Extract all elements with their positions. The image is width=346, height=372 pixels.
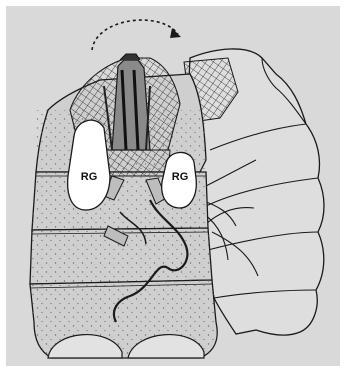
gland-left: RG [68, 120, 110, 210]
gland-right-label: RG [172, 171, 189, 183]
gland-left-label: RG [81, 171, 98, 183]
gland-right: RG [162, 152, 197, 208]
